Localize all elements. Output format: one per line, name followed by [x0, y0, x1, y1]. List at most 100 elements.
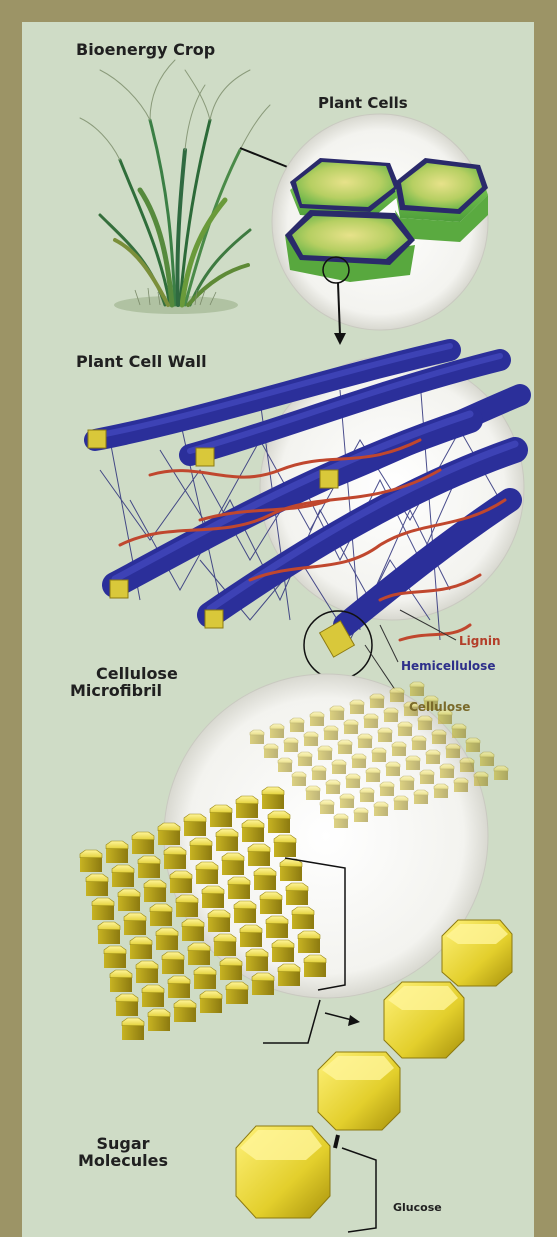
fibril-back-block: [290, 718, 304, 732]
fibril-front-block: [132, 832, 154, 854]
fibril-back-block: [304, 732, 318, 746]
fibril-back-block: [278, 758, 292, 772]
label-plant-cells: Plant Cells: [318, 96, 408, 111]
fibril-back-block: [326, 780, 340, 794]
fibril-back-block: [406, 756, 420, 770]
plant-cells-illustration: [272, 114, 488, 330]
fibril-back-block: [446, 744, 460, 758]
fibril-front-block: [112, 865, 134, 887]
fibril-front-block: [182, 919, 204, 941]
fibril-back-block: [398, 722, 412, 736]
fibril-back-block: [330, 706, 344, 720]
fibril-front-block: [228, 877, 250, 899]
fibril-back-block: [480, 752, 494, 766]
fibril-front-block: [110, 970, 132, 992]
fibril-front-block: [266, 916, 288, 938]
fibril-back-block: [378, 728, 392, 742]
bioenergy-crop-illustration: [80, 60, 270, 314]
fibril-back-block: [298, 752, 312, 766]
fibril-back-block: [386, 762, 400, 776]
fibril-front-block: [220, 958, 242, 980]
fibril-front-block: [138, 856, 160, 878]
fibril-front-block: [200, 991, 222, 1013]
fibril-front-block: [248, 844, 270, 866]
fibril-back-block: [452, 724, 466, 738]
fibril-front-block: [158, 823, 180, 845]
fibril-front-block: [236, 796, 258, 818]
fibril-back-block: [364, 714, 378, 728]
fibril-back-block: [360, 788, 374, 802]
fibril-front-block: [240, 925, 262, 947]
fibril-back-block: [250, 730, 264, 744]
fibril-back-block: [318, 746, 332, 760]
fibril-front-block: [226, 982, 248, 1004]
fibril-back-block: [466, 738, 480, 752]
fibril-front-block: [162, 952, 184, 974]
fibril-front-block: [242, 820, 264, 842]
glucose-unit-3: [318, 1052, 400, 1130]
label-plant-cell-wall: Plant Cell Wall: [76, 354, 207, 370]
label-molecules-line: Molecules: [78, 1153, 168, 1170]
fibril-front-block: [202, 886, 224, 908]
fibril-front-block: [98, 922, 120, 944]
label-glucose: Glucose: [393, 1201, 442, 1214]
fibril-front-block: [216, 829, 238, 851]
fibril-front-block: [106, 841, 128, 863]
legend-cellulose: Cellulose: [409, 700, 470, 714]
fibril-back-block: [432, 730, 446, 744]
fibril-back-block: [334, 814, 348, 828]
fibril-front-block: [156, 928, 178, 950]
fibril-back-block: [366, 768, 380, 782]
fibril-front-block: [122, 1018, 144, 1040]
fibril-front-block: [272, 940, 294, 962]
fibril-front-block: [104, 946, 126, 968]
fibril-back-block: [374, 802, 388, 816]
fibril-front-block: [116, 994, 138, 1016]
fibril-back-block: [410, 682, 424, 696]
fibril-back-block: [380, 782, 394, 796]
fibril-front-block: [118, 889, 140, 911]
glucose-unit-1: [442, 920, 512, 986]
fibril-front-block: [304, 955, 326, 977]
fibril-front-block: [188, 943, 210, 965]
label-cellulose-microfibril: Cellulose Microfibril: [70, 666, 178, 700]
fibril-back-block: [292, 772, 306, 786]
fibril-front-block: [142, 985, 164, 1007]
fibril-back-block: [310, 712, 324, 726]
glucose-unit-4: [236, 1126, 330, 1218]
fibril-back-block: [400, 776, 414, 790]
fibril-front-block: [210, 805, 232, 827]
fibril-back-block: [284, 738, 298, 752]
fibril-front-block: [86, 874, 108, 896]
fibril-front-block: [196, 862, 218, 884]
fibril-back-block: [392, 742, 406, 756]
fibril-front-block: [184, 814, 206, 836]
fibril-front-block: [168, 976, 190, 998]
fibril-back-block: [372, 748, 386, 762]
fibril-front-block: [148, 1009, 170, 1031]
fibril-back-block: [358, 734, 372, 748]
fibril-front-block: [286, 883, 308, 905]
fibril-front-block: [254, 868, 276, 890]
fibril-back-block: [338, 740, 352, 754]
fibril-front-block: [298, 931, 320, 953]
legend-lignin: Lignin: [459, 634, 501, 648]
label-microfibril-line: Microfibril: [70, 683, 178, 700]
fibril-front-block: [278, 964, 300, 986]
fibril-back-block: [394, 796, 408, 810]
fibril-front-block: [234, 901, 256, 923]
fibril-back-block: [390, 688, 404, 702]
fibril-front-block: [124, 913, 146, 935]
fibril-back-block: [454, 778, 468, 792]
fibril-back-block: [340, 794, 354, 808]
fibril-back-block: [384, 708, 398, 722]
fibril-front-block: [150, 904, 172, 926]
fibril-front-block: [260, 892, 282, 914]
fibril-back-block: [346, 774, 360, 788]
fibril-front-block: [194, 967, 216, 989]
fibril-back-block: [350, 700, 364, 714]
fibril-back-block: [434, 784, 448, 798]
fibril-back-block: [344, 720, 358, 734]
